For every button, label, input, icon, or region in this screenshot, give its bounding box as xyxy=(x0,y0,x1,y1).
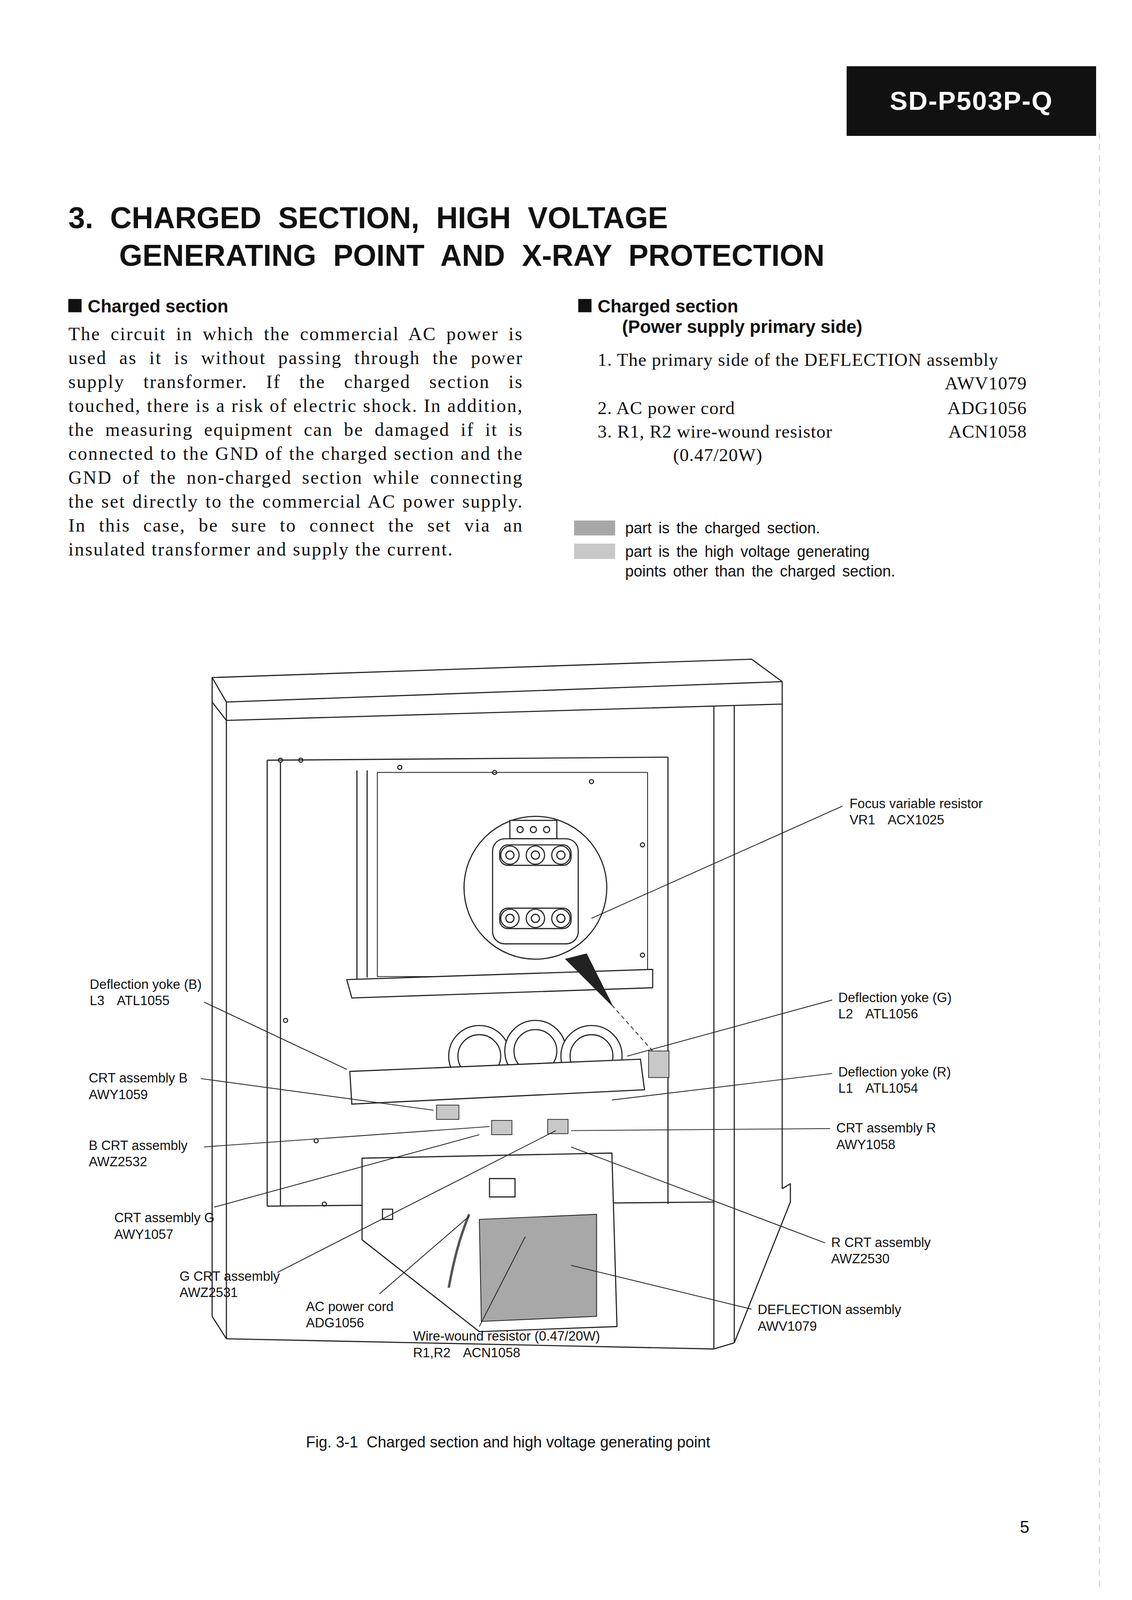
body-text: The circuit in which the commercial AC p… xyxy=(68,322,524,562)
callout-label: Wire-wound resistor (0.47/20W) xyxy=(413,1327,601,1344)
part-number: AWY1057 xyxy=(114,1225,174,1243)
callout-label: B CRT assembly xyxy=(88,1137,188,1154)
part-number: VR1 ACX1025 xyxy=(849,811,945,828)
callout-label: G CRT assembly xyxy=(179,1267,280,1285)
parts-list-item: ACN1058 xyxy=(948,420,1027,443)
part-number: AWZ2531 xyxy=(179,1284,238,1301)
legend-swatch xyxy=(574,520,615,536)
part-number: L1 ATL1054 xyxy=(838,1079,918,1097)
page-number: 5 xyxy=(1019,1516,1030,1537)
legend-text: part is the charged section. xyxy=(624,518,899,538)
part-number: R1,R2 ACN1058 xyxy=(413,1344,521,1361)
part-number: L3 ATL1055 xyxy=(89,992,170,1009)
legend-text: part is the high voltage generating poin… xyxy=(624,541,899,581)
callout-label: Focus variable resistor xyxy=(849,795,983,812)
callout-label: AC power cord xyxy=(305,1298,394,1315)
parts-list-item: 1. The primary side of the DEFLECTION as… xyxy=(597,348,999,371)
callout-label: Deflection yoke (G) xyxy=(838,989,952,1006)
model-number: SD-P503P-Q xyxy=(889,87,1053,115)
callout-label: DEFLECTION assembly xyxy=(757,1301,902,1318)
part-number: AWY1059 xyxy=(88,1086,148,1103)
part-number: AWZ2530 xyxy=(831,1250,890,1267)
part-number: L2 ATL1056 xyxy=(838,1005,918,1022)
section-heading: Charged section xyxy=(87,295,229,317)
parts-list-item: AWV1079 xyxy=(944,372,1027,395)
callout-label: CRT assembly G xyxy=(114,1209,215,1226)
callout-label: R CRT assembly xyxy=(831,1234,931,1251)
callout-label: Deflection yoke (R) xyxy=(838,1063,951,1080)
model-badge: SD-P503P-Q xyxy=(846,66,1097,136)
part-number: ADG1056 xyxy=(305,1314,364,1331)
part-number: AWV1079 xyxy=(757,1317,817,1335)
callout-label: CRT assembly B xyxy=(88,1069,188,1086)
parts-list-item: ADG1056 xyxy=(947,396,1027,420)
parts-list-item: 3. R1, R2 wire-wound resistor xyxy=(597,420,833,443)
part-number: AWZ2532 xyxy=(88,1153,148,1170)
callout-label: CRT assembly R xyxy=(836,1119,936,1136)
legend-swatch xyxy=(574,543,615,559)
section-heading: (Power supply primary side) xyxy=(621,316,863,338)
page-title: 3. CHARGED SECTION, HIGH VOLTAGE GENERAT… xyxy=(68,199,846,275)
part-number: AWY1058 xyxy=(836,1136,896,1153)
parts-list-item: (0.47/20W) xyxy=(673,443,763,467)
section-heading: Charged section xyxy=(597,295,739,317)
figure-caption: Fig. 3-1 Charged section and high voltag… xyxy=(305,1431,711,1452)
callout-label: Deflection yoke (B) xyxy=(89,976,202,993)
parts-list-item: 2. AC power cord xyxy=(597,396,736,420)
